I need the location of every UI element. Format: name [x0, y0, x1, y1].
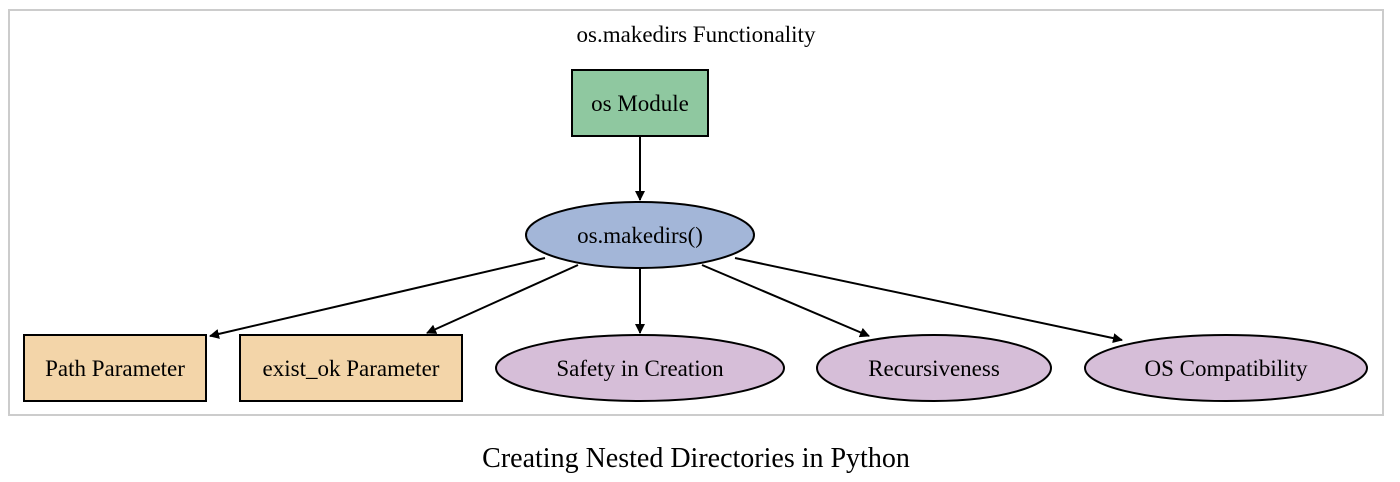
node-exist-ok-parameter: exist_ok Parameter: [239, 334, 463, 402]
node-makedirs-label: os.makedirs(): [577, 223, 703, 248]
node-safety-in-creation: Safety in Creation: [495, 334, 785, 402]
node-os-module-label: os Module: [591, 91, 689, 116]
node-recursiveness: Recursiveness: [816, 334, 1052, 402]
node-path-parameter: Path Parameter: [23, 334, 207, 402]
node-safety-in-creation-label: Safety in Creation: [556, 356, 724, 381]
node-makedirs-ellipse: [525, 201, 755, 269]
edges: [209, 137, 1123, 344]
edge-makedirs-to-exist-ok-parameter: [426, 264, 579, 334]
node-recursiveness-ellipse: [816, 334, 1052, 402]
edge-makedirs-to-path-parameter: [209, 257, 546, 339]
node-os-module: os Module: [571, 69, 709, 137]
cluster-title: os.makedirs Functionality: [577, 22, 816, 47]
edge-makedirs-to-os-compatibility: [734, 257, 1123, 344]
node-os-compatibility-ellipse: [1084, 334, 1368, 402]
node-recursiveness-label: Recursiveness: [868, 356, 1000, 381]
node-exist-ok-parameter-label: exist_ok Parameter: [263, 356, 440, 381]
node-os-compatibility: OS Compatibility: [1084, 334, 1368, 402]
diagram-caption: Creating Nested Directories in Python: [482, 443, 910, 474]
edge-makedirs-to-recursiveness: [701, 264, 870, 338]
node-exist-ok-parameter-box: [239, 334, 463, 402]
node-path-parameter-box: [23, 334, 207, 402]
node-safety-in-creation-ellipse: [495, 334, 785, 402]
node-path-parameter-label: Path Parameter: [45, 356, 185, 381]
node-os-compatibility-label: OS Compatibility: [1145, 356, 1308, 381]
node-makedirs: os.makedirs(): [525, 201, 755, 269]
node-os-module-box: [571, 69, 709, 137]
